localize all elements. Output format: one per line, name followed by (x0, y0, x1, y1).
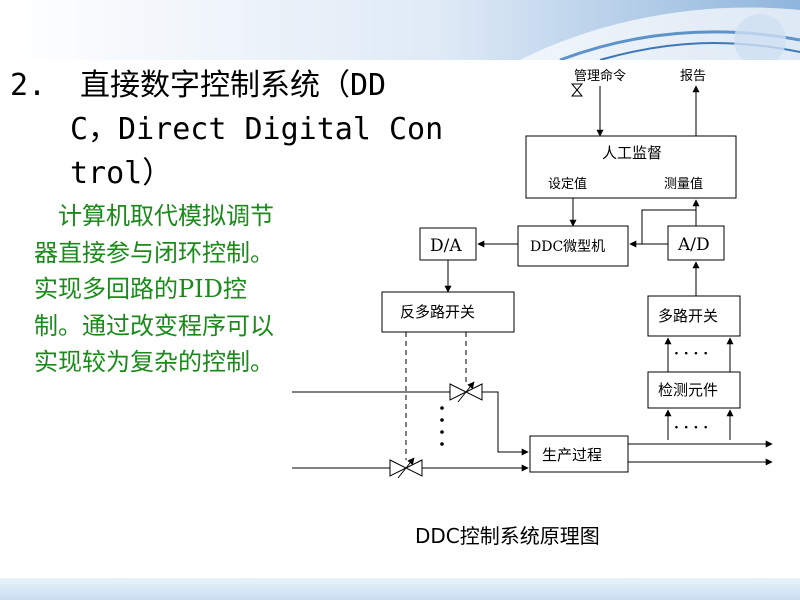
heading-text-1: 直接数字控制系统（DD (80, 68, 387, 103)
detector-label: 检测元件 (658, 381, 718, 399)
ad-ddc-line (641, 210, 668, 245)
description-text: 计算机取代模拟调节器直接参与闭环控制。实现多回路的PID控制。通过改变程序可以实… (34, 202, 274, 376)
det-mux-dots: · · · · (674, 346, 708, 362)
vdot (440, 406, 444, 410)
valve-2-actuator (397, 457, 415, 479)
mux-box (647, 295, 741, 337)
header-decoration (0, 0, 800, 60)
ddc-diagram: 管理命令 报告 人工监督 设定值 测量值 DDC微型机 D/A A/D 反多路开… (292, 68, 773, 479)
heading-line-2: C，Direct Digital Con (70, 112, 444, 147)
mux-label: 多路开关 (658, 307, 718, 325)
footer-decoration (0, 578, 800, 600)
production-process-label: 生产过程 (542, 446, 602, 464)
heading-line-3: trol） (70, 156, 173, 191)
measured-value-label: 测量值 (664, 176, 703, 192)
human-monitor-label: 人工监督 (602, 144, 662, 162)
management-command-label: 管理命令 (574, 68, 626, 84)
slide-heading: 2. 直接数字控制系统（DD C，Direct Digital Con trol） (10, 64, 450, 196)
da-box (419, 227, 477, 261)
input-line-1 (292, 391, 528, 453)
ad-box (667, 225, 725, 261)
valve-1-actuator (457, 381, 475, 403)
setpoint-label: 设定值 (548, 176, 587, 192)
proc-det-dots: · · · · (674, 420, 708, 436)
measured-branch-line (641, 209, 696, 244)
report-label: 报告 (680, 69, 706, 84)
human-monitor-box (525, 135, 737, 199)
ad-label: A/D (677, 235, 710, 255)
heading-number: 2. (10, 68, 47, 103)
vdot (440, 442, 444, 446)
cursor-icon (570, 83, 584, 97)
diagram-caption: DDC控制系统原理图 (415, 524, 600, 548)
reverse-mux-label: 反多路开关 (400, 303, 475, 321)
ddc-micro-box (517, 225, 629, 267)
da-label: D/A (430, 236, 462, 256)
heading-line-1: 2. 直接数字控制系统（DD (10, 64, 450, 108)
production-process-box (529, 435, 629, 473)
ddc-micro-label: DDC微型机 (530, 239, 605, 255)
vdot (440, 430, 444, 434)
vdot (440, 418, 444, 422)
detector-box (647, 371, 741, 409)
reverse-mux-box (381, 291, 515, 333)
